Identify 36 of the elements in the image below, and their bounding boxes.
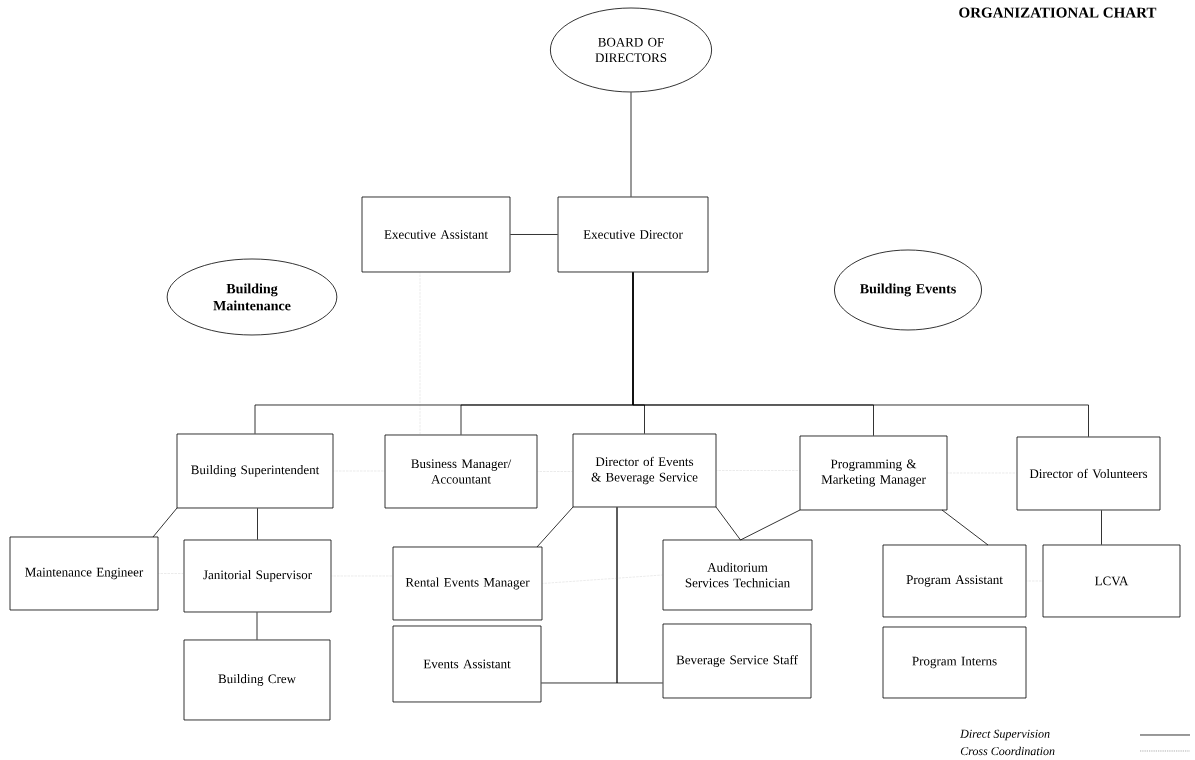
connector-line: [740, 509, 801, 541]
role-box: Director of Volunteers: [1016, 436, 1161, 511]
connector-line: [632, 272, 1089, 437]
connector-line: [941, 509, 989, 546]
legend-label: Direct Supervision: [960, 729, 1050, 741]
role-box: Beverage Service Staff: [662, 623, 812, 699]
role-box: Executive Assistant: [361, 196, 511, 273]
connector-line: [256, 612, 258, 640]
oval-node: Building Maintenance: [166, 258, 338, 336]
role-box: Building Crew: [183, 639, 331, 721]
role-box: LCVA: [1042, 544, 1181, 618]
connector-line: [152, 507, 178, 538]
connector-line: [630, 92, 632, 197]
role-box: Maintenance Engineer: [9, 536, 159, 611]
role-box: Auditorium Services Technician: [662, 539, 813, 611]
role-box: Rental Events Manager: [392, 546, 543, 621]
connector-line: [510, 234, 558, 235]
role-box: Executive Director: [557, 196, 709, 273]
role-box: Events Assistant: [392, 625, 542, 703]
legend-label: Cross Coordination: [960, 746, 1055, 756]
chart-title: ORGANIZATIONAL CHART: [959, 7, 1157, 18]
role-box: Director of Events & Beverage Service: [572, 433, 717, 508]
connector-line: [536, 506, 574, 548]
role-box: Business Manager/ Accountant: [384, 434, 538, 509]
role-box: Program Interns: [882, 626, 1027, 699]
role-box: Programming & Marketing Manager: [799, 435, 948, 511]
role-box: Janitorial Supervisor: [183, 539, 332, 613]
role-box: Building Superintendent: [176, 433, 334, 509]
coordination-line: [542, 574, 663, 584]
connector-line: [1101, 510, 1102, 545]
role-box: Program Assistant: [882, 544, 1027, 618]
oval-node: BOARD OF DIRECTORS: [550, 7, 712, 93]
oval-node: Building Events: [834, 249, 982, 331]
connector-line: [616, 507, 663, 684]
connector-line: [257, 508, 258, 540]
connector-line: [715, 506, 741, 541]
